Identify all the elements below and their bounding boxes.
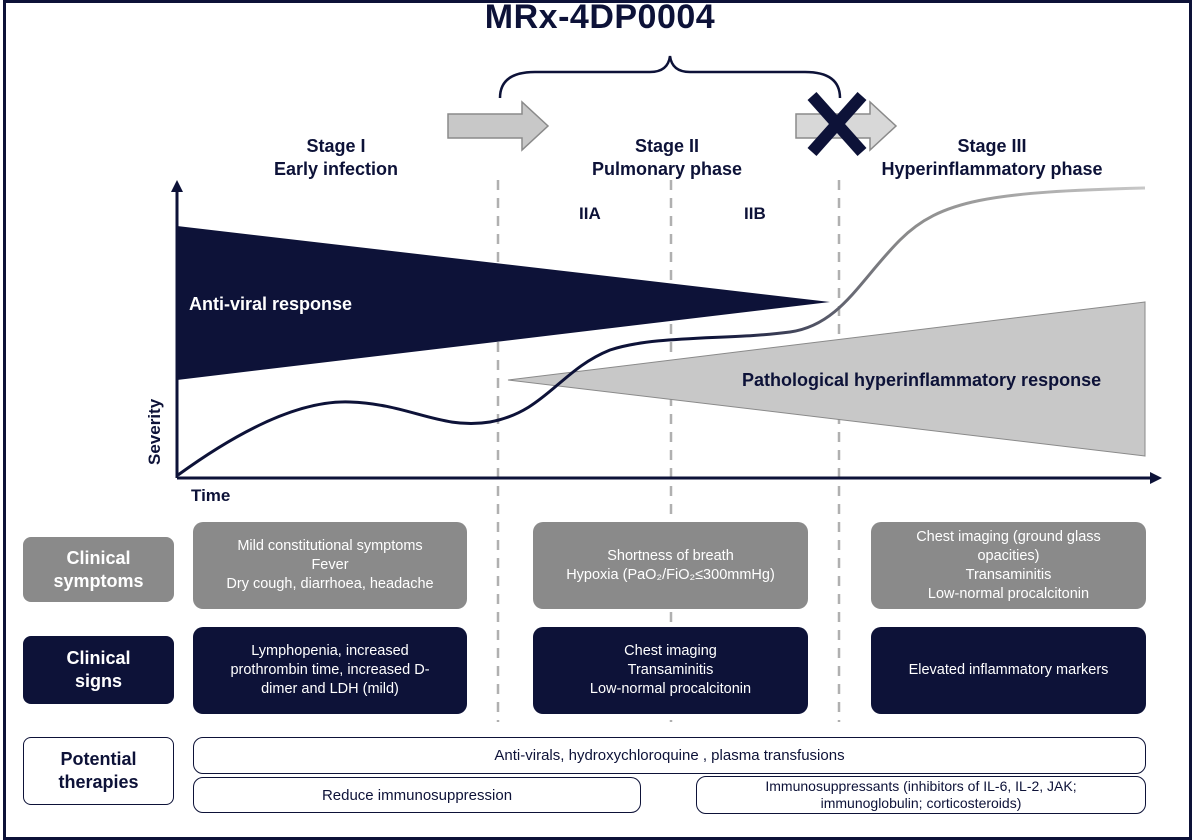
stage1-heading: Stage I Early infection (236, 135, 436, 181)
diagram-title: MRx-4DP0004 (484, 0, 716, 36)
stage-brace (498, 55, 842, 99)
stage1-subtitle: Early infection (273, 159, 399, 179)
severity-curve (177, 186, 1146, 477)
hyperinflammatory-label: Pathological hyperinflammatory response (742, 370, 1102, 390)
stage3-title: Stage III (957, 136, 1027, 156)
subphase-iia: IIA (579, 204, 601, 223)
symptoms-box-stage1: Mild constitutional symptoms Fever Dry c… (193, 522, 467, 609)
y-axis-arrowhead (171, 180, 183, 192)
stage3-heading: Stage III Hyperinflammatory phase (852, 135, 1132, 181)
antiviral-wedge (177, 226, 830, 380)
stage2-heading: Stage II Pulmonary phase (567, 135, 767, 181)
antiviral-label: Anti-viral response (189, 294, 353, 314)
stage1-title: Stage I (306, 136, 366, 156)
block-cross-icon (807, 92, 867, 156)
therapy-box-immunosuppressants: Immunosuppressants (inhibitors of IL-6, … (696, 776, 1146, 814)
subphase-iib: IIB (744, 204, 766, 223)
chart-graphics: Severity (145, 55, 1162, 722)
therapy-box-reduce-immunosuppression: Reduce immunosuppression (193, 777, 641, 813)
stage2-title: Stage II (634, 136, 700, 156)
progression-arrow-icon (447, 100, 550, 152)
stage2-subtitle: Pulmonary phase (591, 159, 743, 179)
x-axis-label: Time (191, 486, 231, 505)
x-axis-arrowhead (1150, 472, 1162, 484)
signs-box-stage2: Chest imaging Transaminitis Low-normal p… (533, 627, 808, 714)
y-axis-label: Severity (145, 398, 164, 465)
signs-box-stage3: Elevated inflammatory markers (871, 627, 1146, 714)
signs-box-stage1: Lymphopenia, increased prothrombin time,… (193, 627, 467, 714)
therapy-box-all-stages: Anti-virals, hydroxychloroquine , plasma… (193, 737, 1146, 774)
hyperinflammatory-wedge (507, 301, 1146, 457)
symptoms-box-stage2: Shortness of breath Hypoxia (PaO₂/FiO₂≤3… (533, 522, 808, 609)
stage3-subtitle: Hyperinflammatory phase (881, 159, 1103, 179)
symptoms-box-stage3: Chest imaging (ground glass opacities) T… (871, 522, 1146, 609)
